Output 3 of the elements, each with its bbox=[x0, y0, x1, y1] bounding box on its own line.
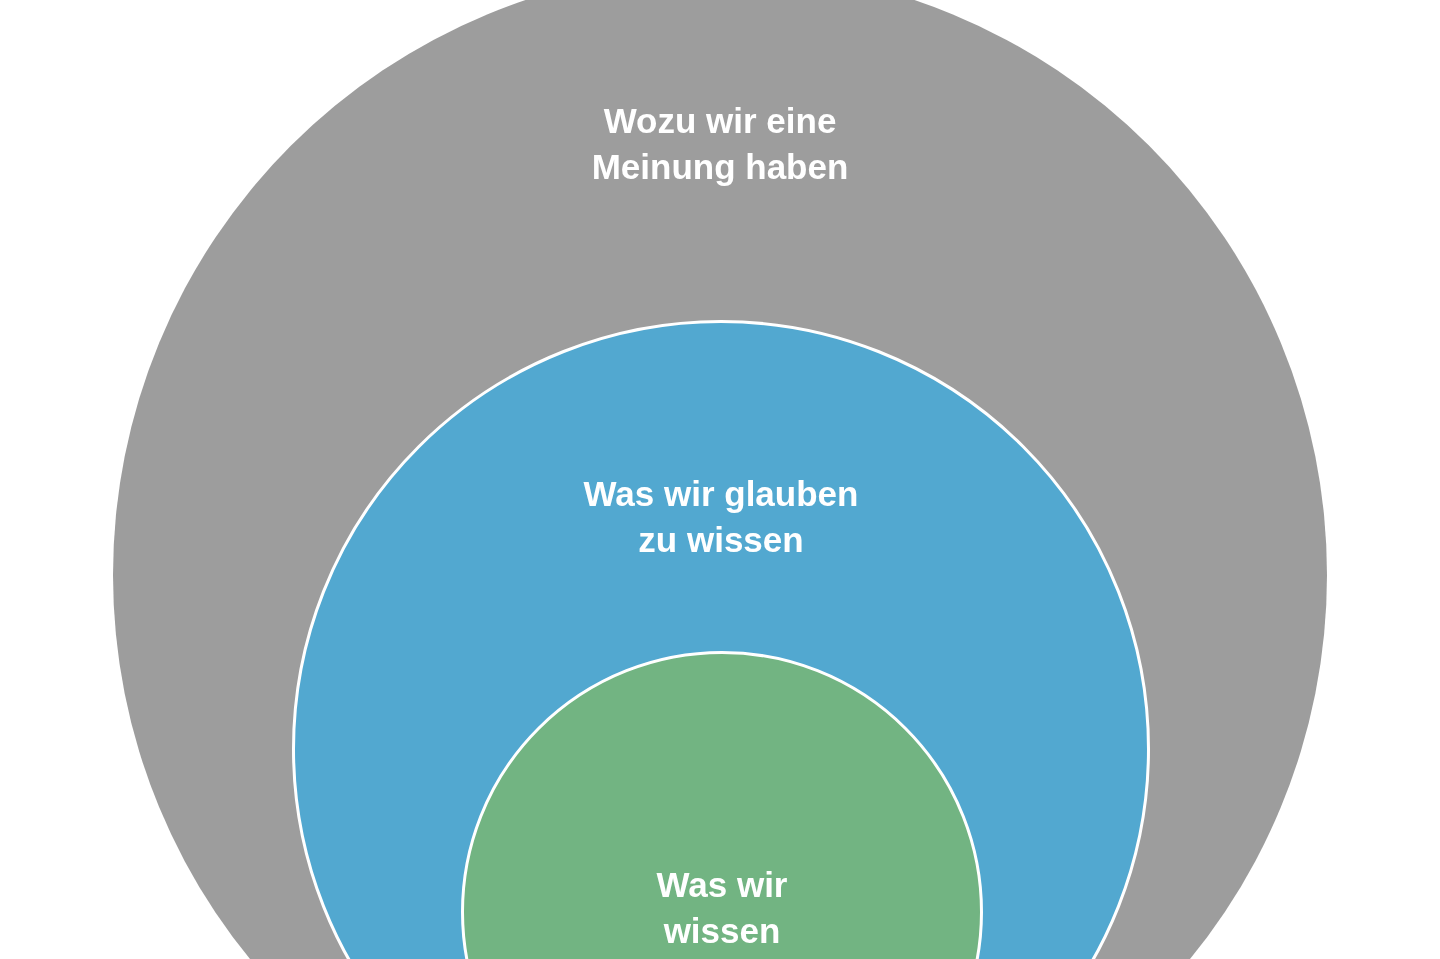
circle-label: Was wir wissen bbox=[655, 864, 789, 952]
circle-label: Was wir glauben zu wissen bbox=[582, 473, 860, 561]
circle-label: Wozu wir eine Meinung haben bbox=[590, 100, 850, 188]
